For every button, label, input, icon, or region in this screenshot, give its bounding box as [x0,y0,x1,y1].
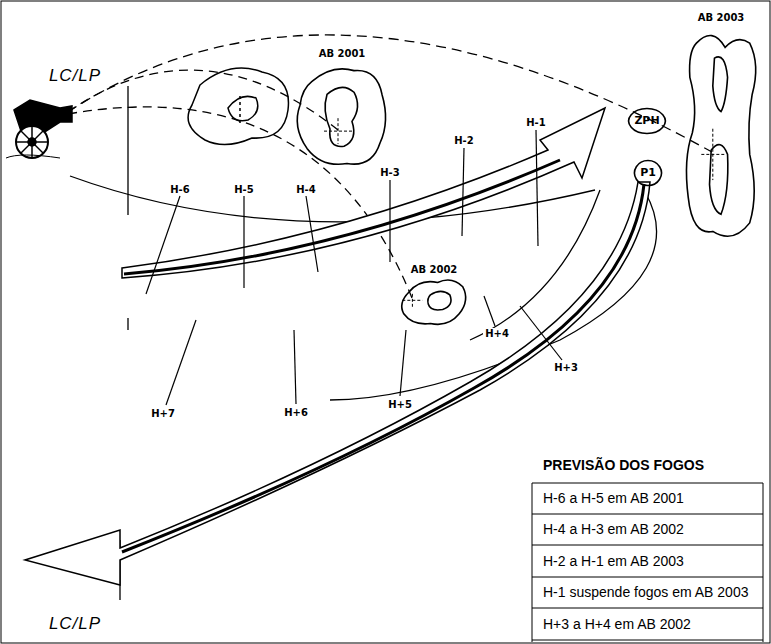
table-cell: H-1 suspende fogos em AB 2003 [541,585,750,600]
target-area: AB 2002 [398,276,470,330]
crosshair [324,118,352,144]
table-cell: H-4 a H-3 em AB 2002 [541,522,686,537]
contour [635,161,662,186]
leader-lines [146,130,562,405]
reference-oval: ZPH [628,108,666,134]
unlabeled-target-area [188,68,288,144]
time-label: H+4 [483,328,511,339]
time-label: H-6 [168,184,191,195]
line-label: LC/LP [47,67,103,86]
time-label: H+7 [149,408,177,419]
time-label: H-3 [378,167,401,178]
time-label: H+3 [552,362,580,373]
time-label: H-4 [294,184,317,195]
lc-lp-line [127,318,128,330]
crosshair [701,129,724,180]
table-title: PREVISÃO DOS FOGOS [541,458,706,473]
outline [680,26,762,240]
reference-oval: P1 [634,160,662,186]
contour [428,291,451,310]
fire-plan-table [532,483,763,642]
area-label: AB 2002 [411,264,458,275]
time-label: H+5 [386,399,414,410]
line-label: LC/LP [47,615,103,634]
outline [398,276,470,330]
contour [686,36,755,237]
time-label: H-1 [524,117,547,128]
contour [297,69,385,164]
contour [710,145,728,215]
area-label: P1 [640,167,656,179]
time-label: H-2 [452,135,475,146]
trajectory [68,35,712,152]
contour [402,280,466,324]
area-label: AB 2003 [698,12,745,23]
target-area: AB 2003 [680,26,762,240]
area-label: ZPH [634,115,659,127]
outline [292,62,392,170]
area-label: AB 2001 [319,48,366,59]
table-cell: H-2 a H-1 em AB 2003 [541,554,686,569]
time-label: H-5 [232,184,255,195]
table-cell: H+3 a H+4 em AB 2002 [541,617,693,632]
lc-lp-line [127,86,128,215]
contour [713,57,728,112]
maneuver-arrow [25,108,650,585]
target-area: AB 2001 [292,62,392,170]
time-label: H+6 [282,407,310,418]
crosshair [402,294,422,307]
trajectory [68,107,412,298]
contour [629,109,665,134]
cannon [6,100,72,158]
table-cell: H-6 a H-5 em AB 2001 [541,491,686,506]
contour [325,87,357,146]
